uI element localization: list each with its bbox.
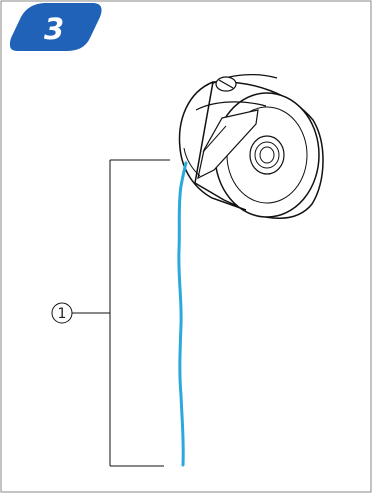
step-badge: 3	[9, 3, 102, 51]
step-badge-shape	[9, 3, 102, 51]
callout-label: 1	[58, 306, 67, 322]
bobbin-hub-outer	[249, 135, 285, 175]
spring-edge	[202, 125, 227, 153]
bobbin-thread	[177, 161, 188, 467]
thread-slot	[183, 147, 201, 177]
callout-circle	[51, 302, 73, 324]
bobbin-hub-middle	[254, 141, 280, 169]
length-bracket: 1	[51, 159, 170, 467]
tension-screw	[215, 76, 237, 92]
case-edge	[178, 81, 247, 211]
tension-spring	[197, 109, 259, 180]
case-mid-band	[195, 101, 267, 111]
bobbin-hub-hole	[259, 146, 275, 164]
bobbin-case-illustration	[178, 74, 324, 219]
step-number: 3	[44, 12, 64, 46]
